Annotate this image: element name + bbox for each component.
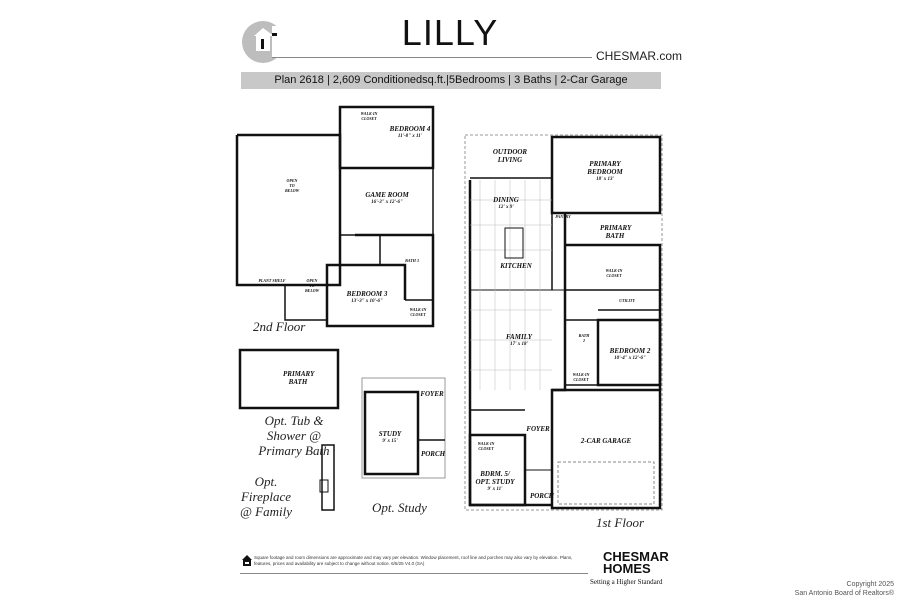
- room-label: OPEN TO BELOW: [285, 178, 300, 193]
- disclaimer: Square footage and room dimensions are a…: [254, 555, 573, 566]
- first-floor-caption: 1st Floor: [596, 515, 645, 530]
- option-caption: Opt. Study: [372, 500, 427, 515]
- room-label: 2-CAR GARAGE: [580, 437, 632, 445]
- footer-divider: [240, 573, 588, 574]
- plan-summary-bar: Plan 2618 | 2,609 Conditionedsq.ft.|5Bed…: [241, 72, 661, 89]
- first-floor-plan: [464, 134, 663, 511]
- room-label: PANTRY: [555, 214, 571, 219]
- option-caption: Opt. Tub & Shower @ Primary Bath: [258, 413, 330, 458]
- second-floor-caption: 2nd Floor: [253, 319, 306, 334]
- room-label: FOYER: [420, 390, 444, 398]
- room-label: OUTDOOR LIVING: [492, 148, 528, 164]
- room-label: PORCH: [420, 450, 446, 458]
- room-label: BATH 2: [578, 333, 590, 343]
- room-label: WALK-IN CLOSET: [605, 268, 623, 278]
- equal-housing-icon: [242, 555, 252, 566]
- room-label: PLANT SHELF: [258, 278, 286, 283]
- room-label: PRIMARY BATH: [283, 370, 315, 386]
- chesmar-house-logo: [242, 21, 292, 63]
- room-label: WALK-IN CLOSET: [409, 307, 427, 317]
- room-label: WALK-IN CLOSET: [572, 372, 590, 382]
- room-label: WALK-IN CLOSET: [360, 111, 378, 121]
- room-label: BATH 3: [405, 258, 419, 263]
- header-divider: [272, 57, 592, 58]
- second-floor-plan: [235, 105, 435, 328]
- room-label: PORCH: [529, 492, 555, 500]
- tagline: Setting a Higher Standard: [590, 578, 663, 586]
- room-label: UTILITY: [619, 298, 635, 303]
- room-label: KITCHEN: [500, 262, 532, 270]
- room-label: PRIMARY BATH: [600, 224, 632, 240]
- option-plans: [238, 348, 446, 511]
- room-label: OPEN TO BELOW: [305, 278, 320, 293]
- plan-title: LILLY: [401, 12, 499, 53]
- room-label: FOYER: [526, 425, 550, 433]
- option-caption: Opt. Fireplace @ Family: [239, 474, 293, 519]
- website-link[interactable]: CHESMAR.com: [596, 49, 683, 63]
- room-label: WALK-IN CLOSET: [477, 441, 495, 451]
